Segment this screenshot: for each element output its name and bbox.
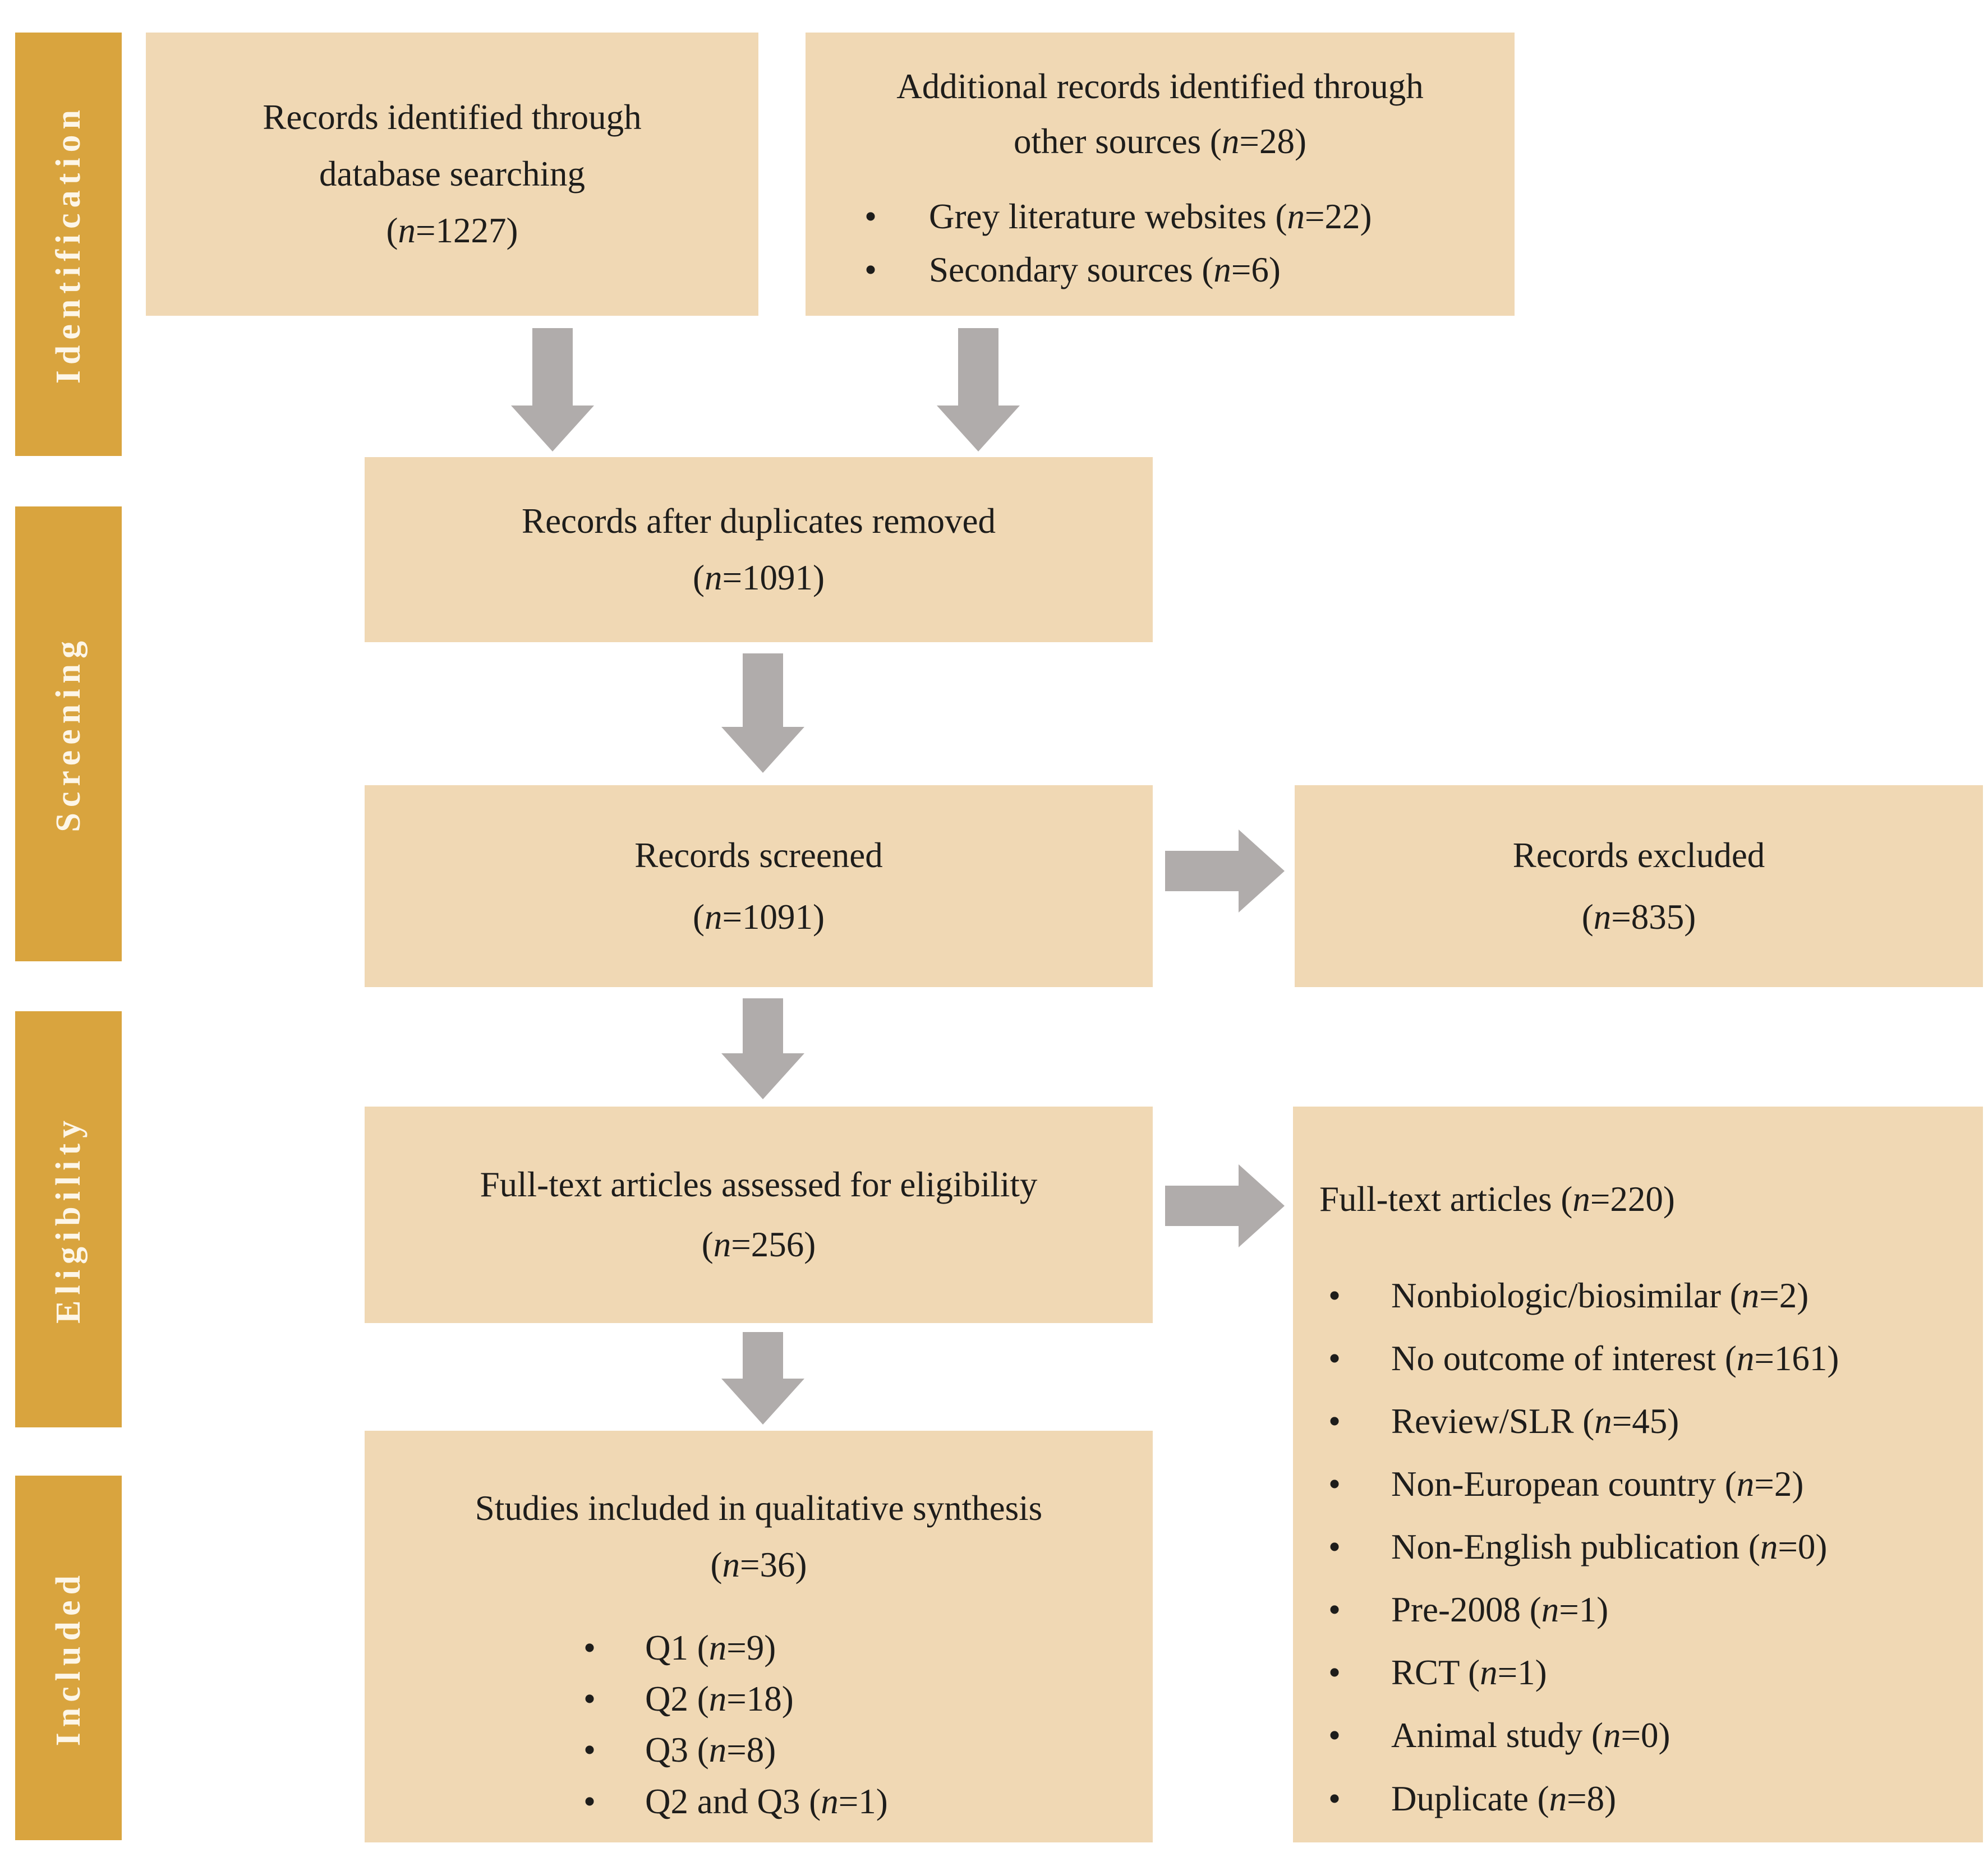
bullet-item: No outcome of interest (n=161): [1328, 1327, 1983, 1390]
arrow-other-to-duplicates: [937, 328, 1020, 451]
stage-band-identification: Identification: [15, 33, 122, 456]
stage-band-screening: Screening: [15, 506, 122, 961]
box-text-line: other sources (n=28): [1014, 121, 1306, 161]
box-text-line: (n=1227): [386, 210, 518, 250]
bullet-item: Q1 (n=9): [583, 1623, 1153, 1674]
box-text-line: (n=256): [701, 1225, 816, 1264]
box-after-duplicates-removed: Records after duplicates removed (n=1091…: [365, 457, 1153, 642]
box-text-line: (n=1091): [693, 897, 825, 937]
stage-band-eligibility: Eligibility: [15, 1011, 122, 1427]
bullet-item: Nonbiologic/biosimilar (n=2): [1328, 1264, 1983, 1327]
box-title: Studies included in qualitative synthesi…: [365, 1480, 1153, 1593]
box-text-line: (n=835): [1581, 897, 1696, 937]
box-records-screened: Records screened (n=1091): [365, 785, 1153, 987]
box-text-line: Full-text articles assessed for eligibil…: [480, 1164, 1038, 1204]
bullet-item: Grey literature websites (n=22): [864, 190, 1515, 243]
bullet-item: Non-English publication (n=0): [1328, 1515, 1983, 1578]
stage-label-included: Included: [49, 1569, 88, 1747]
bullet-item: Non-European country (n=2): [1328, 1453, 1983, 1515]
box-additional-records: Additional records identified through ot…: [806, 33, 1515, 316]
box-fulltext-assessed: Full-text articles assessed for eligibil…: [365, 1107, 1153, 1323]
bullet-item: Secondary sources (n=6): [864, 243, 1515, 297]
box-text-line: (n=36): [710, 1545, 807, 1584]
stage-label-identification: Identification: [49, 104, 88, 384]
arrow-db-to-duplicates: [511, 328, 594, 451]
bullet-item: Animal study (n=0): [1328, 1704, 1983, 1767]
bullet-item: Pre-2008 (n=1): [1328, 1578, 1983, 1641]
bullet-item: Review/SLR (n=45): [1328, 1390, 1983, 1453]
arrow-screened-to-fulltext: [721, 998, 804, 1099]
stage-label-eligibility: Eligibility: [49, 1115, 88, 1324]
bullet-item: RCT (n=1): [1328, 1641, 1983, 1704]
bullet-item: Q2 (n=18): [583, 1674, 1153, 1725]
box-records-identified: Records identified through database sear…: [146, 33, 758, 316]
bullet-item: Q3 (n=8): [583, 1725, 1153, 1776]
bullet-list-exclusion-reasons: Nonbiologic/biosimilar (n=2)No outcome o…: [1328, 1264, 1983, 1830]
bullet-item: Duplicate (n=8): [1328, 1767, 1983, 1830]
box-text-line: (n=1091): [693, 558, 825, 597]
bullet-item: Q2 and Q3 (n=1): [583, 1776, 1153, 1828]
box-fulltext-excluded-reasons: Full-text articles (n=220) Nonbiologic/b…: [1293, 1107, 1983, 1842]
stage-band-included: Included: [15, 1476, 122, 1840]
box-title: Full-text articles (n=220): [1319, 1179, 1675, 1219]
box-text-line: Records identified through: [263, 98, 642, 137]
box-text-line: Records screened: [634, 835, 883, 875]
arrow-screened-to-excluded: [1165, 830, 1285, 913]
stage-label-screening: Screening: [49, 635, 88, 832]
arrow-fulltext-to-included: [721, 1332, 804, 1425]
box-text-line: Studies included in qualitative synthesi…: [475, 1489, 1043, 1528]
arrow-duplicates-to-screened: [721, 653, 804, 773]
box-records-excluded: Records excluded (n=835): [1295, 785, 1983, 987]
bullet-list-other-sources: Grey literature websites (n=22)Secondary…: [864, 190, 1515, 296]
box-title: Additional records identified through ot…: [806, 59, 1515, 169]
bullet-list-included-quarters: Q1 (n=9)Q2 (n=18)Q3 (n=8)Q2 and Q3 (n=1): [583, 1623, 1153, 1828]
box-text-line: database searching: [319, 154, 585, 194]
box-text-line: Additional records identified through: [896, 67, 1424, 106]
box-text-line: Records excluded: [1512, 835, 1765, 875]
box-text-line: Records after duplicates removed: [522, 501, 996, 541]
box-studies-included: Studies included in qualitative synthesi…: [365, 1431, 1153, 1842]
arrow-fulltext-to-excludedreasons: [1165, 1164, 1285, 1247]
